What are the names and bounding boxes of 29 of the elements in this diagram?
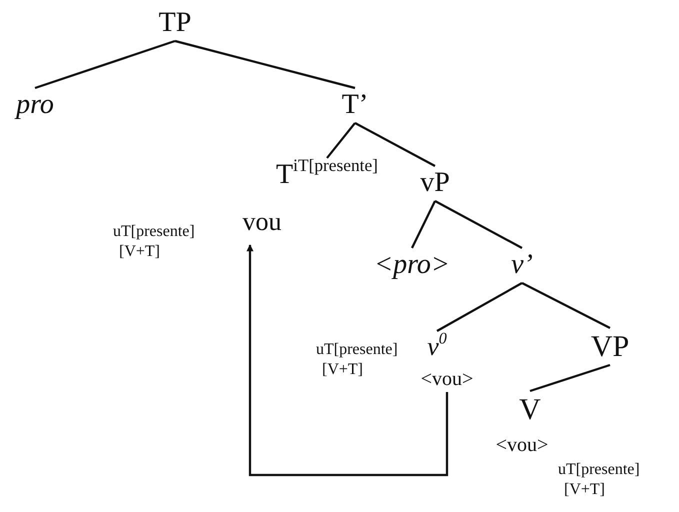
feature-label: [V+T] [322,360,364,380]
tree-branch [354,122,436,167]
tree-node-label: T’ [342,90,368,121]
feature-label: uT[presente] [316,340,398,360]
tree-node-label: VP [590,330,630,363]
tree-branch [436,282,523,332]
tree-node-label: vou [242,208,282,237]
tree-branch [326,122,356,159]
tree-branch [530,364,610,392]
feature-label: uT[presente] [113,222,195,242]
tree-node-label: <pro> [374,250,450,281]
movement-arrow [246,244,448,476]
tree-node-label: vP [420,168,450,199]
feature-label: [V+T] [564,480,606,500]
tree-node-label: <vou> [496,434,548,456]
tree-node-label: v$^{0}$ [427,333,447,362]
tree-node-label: T$^{iT[presente]}$ [276,160,378,191]
tree-branch [411,200,436,248]
tree-node-label: pro [16,90,54,121]
feature-label: [V+T] [119,242,160,262]
tree-node-label: v’ [511,250,533,281]
feature-label: uT[presente] [558,460,640,480]
tree-node-label: <vou> [420,368,474,390]
tree-branch [174,40,356,90]
tree-branch [522,282,610,329]
tree-node-label: V [519,393,541,426]
tree-branch [34,40,176,90]
tree-branch [434,200,523,249]
tree-node-label: TP [158,8,192,39]
